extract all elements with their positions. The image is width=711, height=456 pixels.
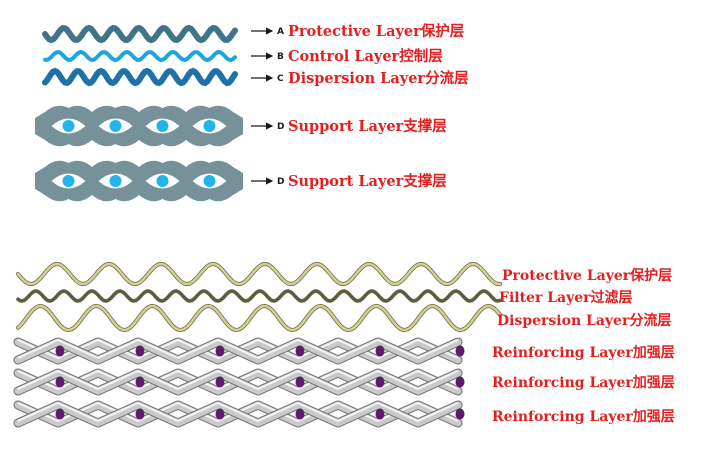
layer-letter: C xyxy=(277,74,284,84)
layer-label: Filter Layer过滤层 xyxy=(499,289,633,306)
layer-label: Control Layer控制层 xyxy=(288,47,443,65)
reinforcing-knot xyxy=(215,345,225,357)
top-diagram: A Protective Layer保护层 B Control Layer控制层… xyxy=(35,22,469,202)
reinforcing-knot xyxy=(55,376,65,388)
support-hole xyxy=(203,120,216,132)
reinforcing-knot xyxy=(295,376,305,388)
reinforcing-knot xyxy=(455,376,465,388)
support-hole xyxy=(109,120,122,132)
support-plate-holes xyxy=(51,173,227,189)
reinforcing-wire-highlight xyxy=(17,402,459,422)
reinforcing-knot xyxy=(375,376,385,388)
bottom-diagram: Protective Layer保护层 Filter Layer过滤层 Disp… xyxy=(13,262,675,428)
mesh-wires xyxy=(15,262,503,333)
filter-wire xyxy=(16,289,502,303)
reinforcing-wire-highlight xyxy=(17,339,459,359)
reinforcing-layers xyxy=(13,337,465,428)
reinforcing-knot xyxy=(455,408,465,420)
support-hole xyxy=(62,175,75,187)
layer-callout-d2: D Support Layer支撑层 xyxy=(251,172,447,190)
support-hole xyxy=(109,175,122,187)
layer-letter: D xyxy=(277,122,284,132)
layer-letter: D xyxy=(277,177,284,187)
layer-label: Reinforcing Layer加强层 xyxy=(492,409,675,425)
layer-letter: A xyxy=(277,27,284,37)
reinforcing-knot xyxy=(55,408,65,420)
support-hole xyxy=(62,120,75,132)
reinforcing-knot xyxy=(215,376,225,388)
layer-label: Dispersion Layer分流层 xyxy=(288,69,469,87)
reinforcing-knot xyxy=(375,345,385,357)
reinforcing-knot xyxy=(135,345,145,357)
layer-letter: B xyxy=(277,52,284,62)
layer-label: Dispersion Layer分流层 xyxy=(497,312,671,329)
layer-callout-b: B Control Layer控制层 xyxy=(251,47,443,65)
reinforcing-wire xyxy=(14,338,462,364)
layer-callout-c: C Dispersion Layer分流层 xyxy=(251,69,469,87)
support-hole xyxy=(203,175,216,187)
protective-layer-wave xyxy=(42,24,238,44)
layer-label: Protective Layer保护层 xyxy=(288,22,464,40)
support-hole xyxy=(156,120,169,132)
reinforcing-wire-highlight xyxy=(17,370,459,390)
reinforcing-knot xyxy=(215,408,225,420)
dispersion-wire xyxy=(16,304,502,332)
support-layer-plate xyxy=(35,160,243,202)
layer-label: Protective Layer保护层 xyxy=(502,267,672,284)
layer-label: Reinforcing Layer加强层 xyxy=(492,375,675,391)
support-plate-shape xyxy=(35,105,243,147)
support-plate-holes xyxy=(51,118,227,134)
reinforcing-knot xyxy=(295,345,305,357)
layer-callout-d1: D Support Layer支撑层 xyxy=(251,117,447,135)
reinforcing-knot xyxy=(135,408,145,420)
reinforcing-knot xyxy=(455,345,465,357)
support-hole xyxy=(156,175,169,187)
layer-callout-a: A Protective Layer保护层 xyxy=(251,22,464,40)
reinforcing-knot xyxy=(295,408,305,420)
reinforcing-wire xyxy=(14,369,462,395)
layer-label: Support Layer支撑层 xyxy=(288,172,447,190)
reinforcing-knot xyxy=(135,376,145,388)
protective-wire xyxy=(16,262,502,286)
control-layer-wave xyxy=(43,49,237,63)
dispersion-layer-wave xyxy=(42,67,238,87)
support-layer-plate xyxy=(35,105,243,147)
reinforcing-knot xyxy=(375,408,385,420)
layer-label: Support Layer支撑层 xyxy=(288,117,447,135)
reinforcing-wire xyxy=(14,401,462,427)
layer-label: Reinforcing Layer加强层 xyxy=(492,345,675,361)
reinforcing-knot xyxy=(55,345,65,357)
support-plate-shape xyxy=(35,160,243,202)
